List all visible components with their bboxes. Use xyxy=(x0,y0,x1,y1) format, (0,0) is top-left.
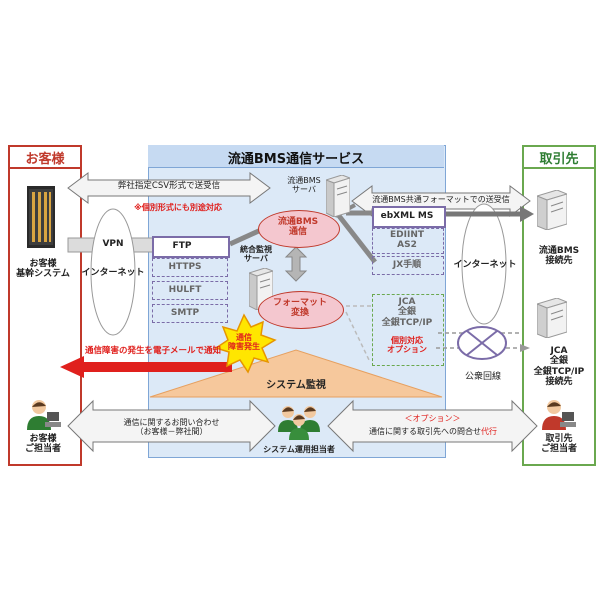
customer-panel-header xyxy=(8,145,82,169)
protocol-box-smtp xyxy=(152,304,228,323)
protocol-box-ebxml xyxy=(372,206,446,228)
internet-cloud xyxy=(461,203,507,325)
service-panel-title: 流通BMS通信サービス xyxy=(227,152,365,167)
double-arrow xyxy=(327,399,538,453)
service-panel-header xyxy=(148,145,444,168)
partner-jca-label: JCA 全銀 全銀TCP/IP 接続先 xyxy=(533,346,585,388)
email-notice-arrow xyxy=(60,356,232,378)
bottom-right-arrow-main: 通信に関する取引先への問合せ xyxy=(369,427,481,436)
top-right-arrow-label: 流通BMS共通フォーマットでの送受信 xyxy=(372,195,510,204)
protocol-label-jx: JX手順 xyxy=(392,260,422,270)
format-conv-ellipse xyxy=(258,291,344,329)
partner-panel-title: 取引先 xyxy=(539,152,579,167)
partner-panel xyxy=(522,145,596,466)
protocol-label-ftp: FTP xyxy=(172,241,192,251)
top-left-arrow-label: 弊社指定CSV形式で送受信 xyxy=(117,181,221,191)
partner-person-icon xyxy=(540,398,576,432)
partner-panel-header xyxy=(522,145,596,169)
system-monitor-label: システム監視 xyxy=(266,380,326,391)
rack-server-icon xyxy=(27,186,55,248)
option-protocols-label: JCA 全銀 全銀TCP/IP xyxy=(381,297,433,328)
option-box xyxy=(372,294,444,366)
protocol-box-jx xyxy=(372,256,444,275)
protocol-box-hulft xyxy=(152,281,228,300)
bms-server-label: 流通BMS サーバ xyxy=(287,176,321,195)
protocol-box-as2 xyxy=(372,228,444,254)
protocol-box-https xyxy=(152,258,228,277)
bottom-right-option: ＜オプション＞ xyxy=(404,414,461,423)
protocol-box-ftp xyxy=(152,236,230,258)
option-label: 個別対応 オプション xyxy=(387,336,427,355)
internet-cloud xyxy=(90,208,136,336)
monitor-server-label: 統合監視 サーバ xyxy=(240,245,272,264)
server-icon xyxy=(324,174,352,218)
bms-comm-ellipse xyxy=(258,210,340,248)
internet-right-label: インターネット xyxy=(453,260,517,270)
protocol-label-smtp: SMTP xyxy=(170,308,200,318)
partner-bms-label: 流通BMS 接続先 xyxy=(538,246,580,267)
operators-icon xyxy=(276,402,322,440)
double-arrow xyxy=(67,399,276,453)
format-conv-label: フォーマット 変換 xyxy=(272,298,327,319)
partner-person-label: 取引先 ご担当者 xyxy=(540,434,577,455)
top-left-arrow-note: ※個別形式にも別途対応 xyxy=(134,203,222,212)
vertical-double-arrow xyxy=(284,246,308,282)
bottom-left-arrow-label: 通信に関するお問い合わせ （お客様－弊社間） xyxy=(123,418,220,437)
operators-label: システム運用担当者 xyxy=(263,445,335,454)
server-icon xyxy=(535,297,569,339)
customer-person-label: お客様 ご担当者 xyxy=(24,434,61,455)
customer-person-icon xyxy=(25,398,61,432)
email-notice-label: 通信障害の発生を電子メールで通知 xyxy=(84,346,221,356)
failure-burst xyxy=(214,313,277,374)
bottom-right-arrow-label: 通信に関する取引先への問合せ代行 xyxy=(348,426,518,437)
customer-system-label: お客様 基幹システム xyxy=(16,259,70,280)
system-monitor-triangle xyxy=(149,349,443,398)
protocol-label-ebxml: ebXML MS xyxy=(380,211,434,221)
customer-panel-title: お客様 xyxy=(25,152,65,167)
failure-label: 通信 障害発生 xyxy=(228,333,260,352)
public-line-label: 公衆回線 xyxy=(464,372,501,382)
protocol-label-as2: EDIINT AS2 xyxy=(390,230,424,251)
bms-comm-label: 流通BMS 通信 xyxy=(277,217,319,238)
vpn-label: VPN xyxy=(102,239,124,249)
double-arrow xyxy=(67,172,271,204)
customer-panel xyxy=(8,145,82,466)
bottom-right-arrow-highlight: 代行 xyxy=(481,427,497,436)
internet-left-label: インターネット xyxy=(81,268,145,278)
protocol-label-hulft: HULFT xyxy=(168,285,202,295)
protocol-label-https: HTTPS xyxy=(168,262,202,272)
